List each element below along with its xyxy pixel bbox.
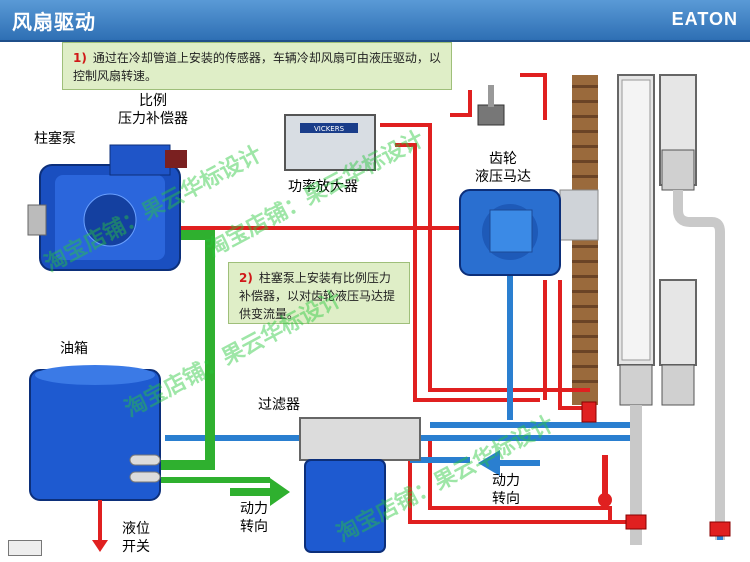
label-power-steering-right: 动力 转向 (492, 473, 520, 507)
note-2-text: 柱塞泵上安装有比例压力补偿器，以对齿轮液压马达提供变流量。 (239, 271, 396, 321)
label-power-amplifier: 功率放大器 (288, 179, 358, 195)
return-lines (165, 275, 723, 540)
label-gear-motor: 齿轮 液压马达 (475, 151, 531, 185)
note-1-text: 通过在冷却管道上安装的传感器，车辆冷却风扇可由液压驱动，以控制风扇转速。 (73, 51, 441, 83)
label-tank: 油箱 (60, 341, 88, 357)
sensor-red-lower (625, 514, 647, 530)
page-title: 风扇驱动 (12, 10, 96, 34)
filter (299, 417, 421, 553)
radiator (617, 74, 697, 406)
suction-line (135, 230, 215, 470)
steering-arrow-blue (478, 450, 540, 476)
power-amplifier (284, 114, 376, 171)
label-filter: 过滤器 (258, 397, 300, 413)
title-bar: 风扇驱动 EATON (0, 0, 750, 42)
label-proportional-compensator: 比例 压力补偿器 (118, 93, 188, 127)
temperature-sensor (477, 85, 505, 126)
label-level-switch: 液位 开关 (122, 521, 150, 555)
note-2-number: 2) (239, 271, 253, 285)
thermometer-icon (598, 455, 612, 507)
gear-motor (459, 189, 561, 276)
label-piston-pump: 柱塞泵 (34, 131, 76, 147)
fan-hub (559, 189, 599, 241)
vickers-brand: VICKERS (314, 125, 345, 133)
oil-tank (29, 365, 161, 501)
steering-arrow-green (230, 478, 290, 506)
piston-pump (27, 144, 187, 271)
slide-nav-icon[interactable] (8, 540, 42, 556)
note-2: 2)柱塞泵上安装有比例压力补偿器，以对齿轮液压马达提供变流量。 (228, 262, 410, 324)
sensor-red-right (709, 521, 731, 537)
label-power-steering-left: 动力 转向 (240, 501, 268, 535)
note-1-number: 1) (73, 51, 87, 65)
coolant-pipe (673, 190, 725, 540)
note-1: 1)通过在冷却管道上安装的传感器，车辆冷却风扇可由液压驱动，以控制风扇转速。 (62, 42, 452, 90)
eaton-logo: EATON (671, 9, 738, 29)
hydraulic-diagram: VICKERS (27, 73, 731, 553)
sensor-red (581, 401, 597, 423)
level-arrow-head (92, 540, 108, 552)
